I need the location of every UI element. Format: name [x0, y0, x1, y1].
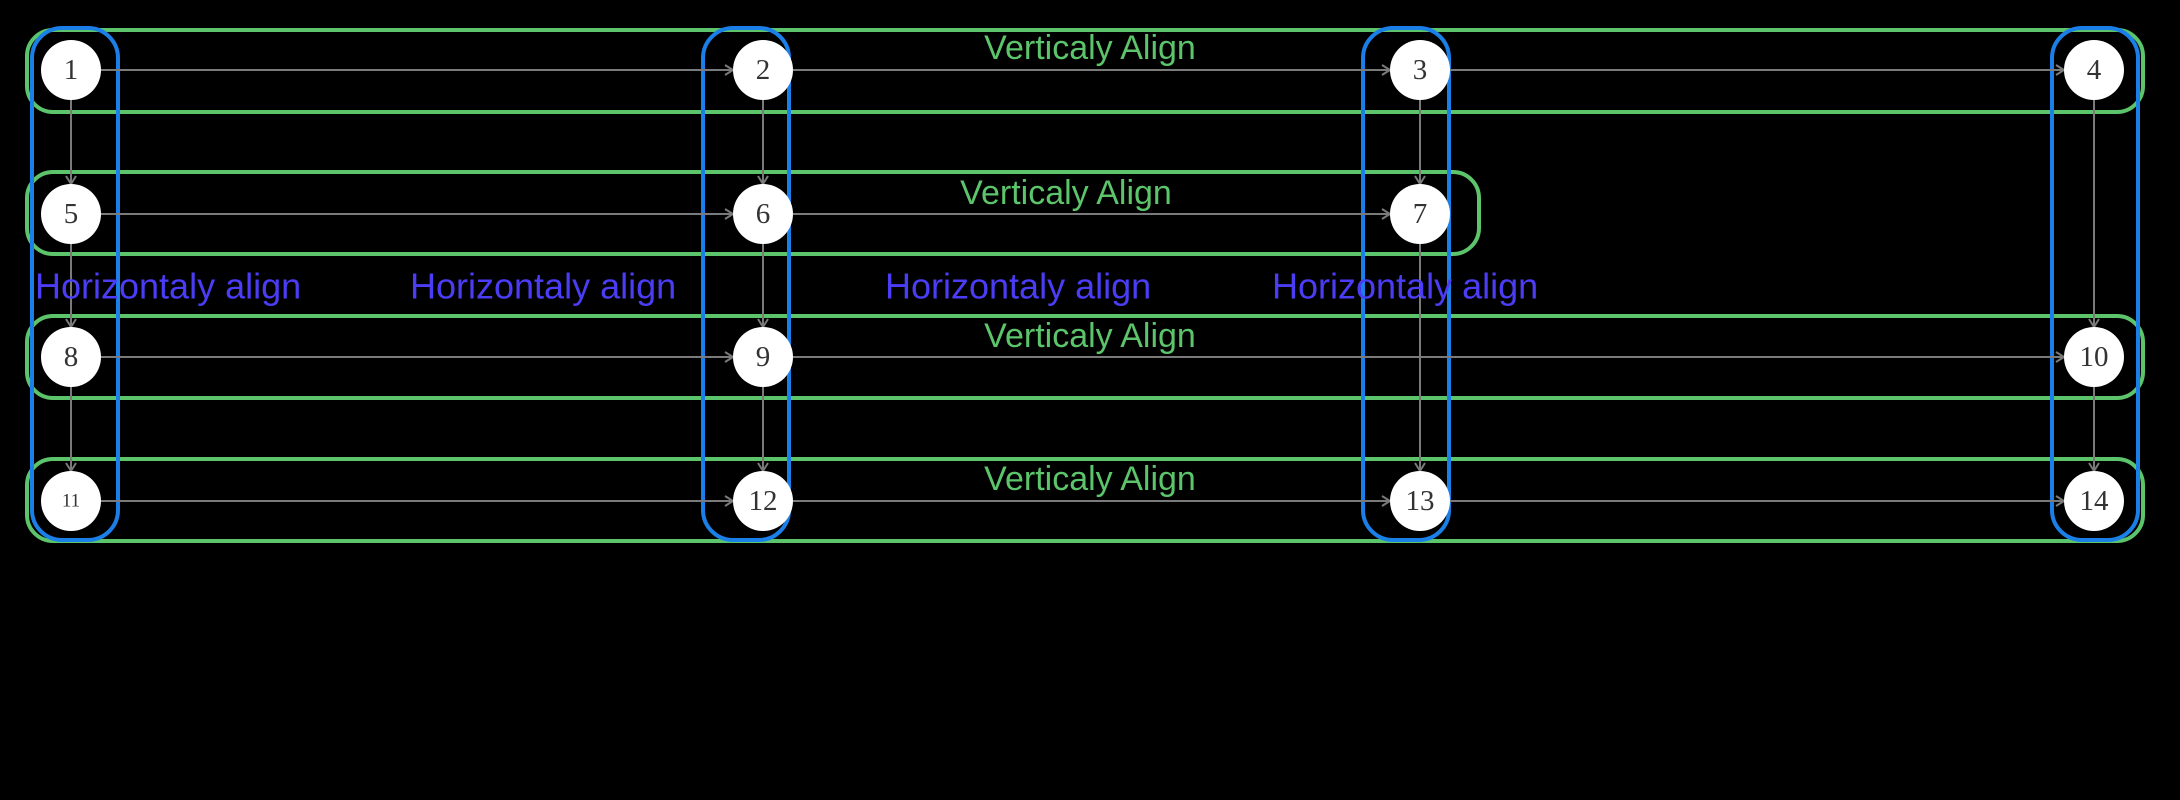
node-1[interactable]: 1 — [41, 40, 101, 100]
node-label-8: 8 — [64, 341, 79, 373]
column-group-label-layer: Horizontaly align Horizontaly align Horizo… — [35, 266, 1538, 307]
node-11[interactable]: 11 — [41, 471, 101, 531]
column-group-label-col3: Horizontaly align — [885, 266, 1151, 307]
column-group-box-col3[interactable] — [1361, 26, 1451, 542]
node-8[interactable]: 8 — [41, 327, 101, 387]
node-label-5: 5 — [64, 198, 79, 230]
node-circle-5[interactable] — [41, 184, 101, 244]
node-10[interactable]: 10 — [2064, 327, 2124, 387]
row-group-label-row2: Verticaly Align — [960, 174, 1172, 212]
node-label-11: 11 — [62, 491, 80, 512]
vertical-edge-layer — [65, 100, 2100, 473]
row-group-layer — [25, 28, 2145, 543]
node-4[interactable]: 4 — [2064, 40, 2124, 100]
row-group-box-row1[interactable] — [25, 28, 2145, 114]
column-group-label-col1: Horizontaly align — [35, 266, 301, 307]
node-2[interactable]: 2 — [733, 40, 793, 100]
node-circle-14[interactable] — [2064, 471, 2124, 531]
node-circle-1[interactable] — [41, 40, 101, 100]
node-6[interactable]: 6 — [733, 184, 793, 244]
node-label-10: 10 — [2080, 341, 2109, 373]
node-circle-2[interactable] — [733, 40, 793, 100]
node-14[interactable]: 14 — [2064, 471, 2124, 531]
row-group-label-row1: Verticaly Align — [984, 29, 1196, 67]
node-circle-3[interactable] — [1390, 40, 1450, 100]
column-group-box-col1[interactable] — [30, 26, 120, 542]
node-5[interactable]: 5 — [41, 184, 101, 244]
node-circle-12[interactable] — [733, 471, 793, 531]
node-circle-8[interactable] — [41, 327, 101, 387]
node-circle-9[interactable] — [733, 327, 793, 387]
node-label-12: 12 — [749, 485, 778, 517]
node-circle-10[interactable] — [2064, 327, 2124, 387]
node-label-7: 7 — [1413, 198, 1428, 230]
node-label-9: 9 — [756, 341, 771, 373]
row-group-box-row4[interactable] — [25, 457, 2145, 543]
column-group-label-col4: Horizontaly align — [1272, 266, 1538, 307]
row-group-label-row3: Verticaly Align — [984, 317, 1196, 355]
node-circle-6[interactable] — [733, 184, 793, 244]
node-label-2: 2 — [756, 54, 771, 86]
node-label-6: 6 — [756, 198, 771, 230]
row-group-box-row2[interactable] — [25, 170, 1481, 256]
node-label-14: 14 — [2080, 485, 2110, 517]
node-12[interactable]: 12 — [733, 471, 793, 531]
node-circle-4[interactable] — [2064, 40, 2124, 100]
node-9[interactable]: 9 — [733, 327, 793, 387]
column-group-box-col4[interactable] — [2050, 26, 2140, 542]
node-label-3: 3 — [1413, 54, 1428, 86]
node-13[interactable]: 13 — [1390, 471, 1450, 531]
node-circle-13[interactable] — [1390, 471, 1450, 531]
horizontal-edge-layer — [101, 64, 2066, 507]
node-circle-7[interactable] — [1390, 184, 1450, 244]
node-3[interactable]: 3 — [1390, 40, 1450, 100]
column-group-layer — [30, 26, 2140, 542]
row-group-label-row4: Verticaly Align — [984, 460, 1196, 498]
node-7[interactable]: 7 — [1390, 184, 1450, 244]
column-group-label-col2: Horizontaly align — [410, 266, 676, 307]
column-group-box-col2[interactable] — [701, 26, 791, 542]
node-label-13: 13 — [1406, 485, 1435, 517]
node-circle-11[interactable] — [41, 471, 101, 531]
row-group-box-row3[interactable] — [25, 314, 2145, 400]
node-label-1: 1 — [64, 54, 79, 86]
node-label-4: 4 — [2087, 54, 2102, 86]
